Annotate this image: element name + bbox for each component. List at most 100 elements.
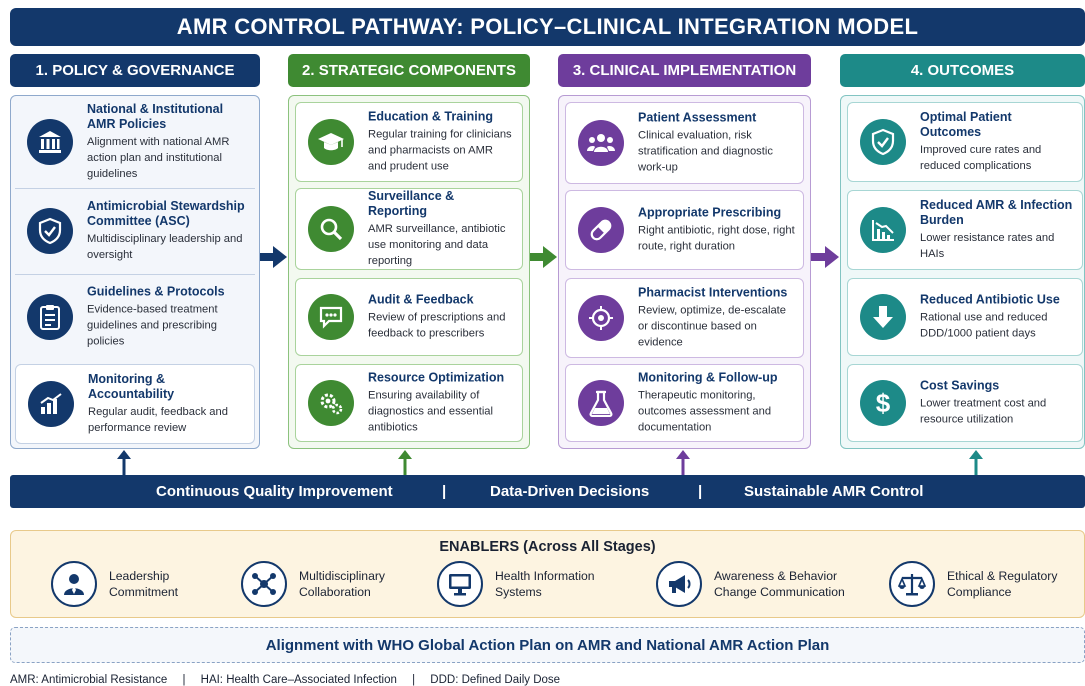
principle-item: Data-Driven Decisions (490, 483, 650, 500)
card-title: Reduced AMR & Infection Burden (920, 198, 1073, 227)
card-title: Monitoring & Follow-up (638, 370, 778, 385)
megaphone-icon (656, 561, 702, 607)
separator: | (698, 483, 703, 500)
chat-bubble-icon (308, 294, 354, 340)
card-title: Monitoring & Accountability (88, 372, 175, 401)
card-description: Alignment with national AMR action plan … (87, 135, 230, 180)
card-description: Multidisciplinary leadership and oversig… (87, 233, 243, 261)
card-title: Optimal Patient Outcomes (920, 110, 1012, 139)
enablers-title: ENABLERS (Across All Stages) (439, 539, 656, 555)
enabler-label: Awareness & Behavior (714, 569, 838, 583)
arrow-up-icon (398, 450, 412, 476)
footer-abbreviation: HAI: Health Care–Associated Infection (200, 674, 397, 686)
column-header-outcomes: 4. OUTCOMES (840, 54, 1085, 87)
shield-check-icon (860, 119, 906, 165)
separator: | (412, 674, 416, 686)
card-title: Audit & Feedback (368, 292, 474, 307)
enabler-label: Compliance (947, 585, 1012, 599)
card-description: Regular audit, feedback and performance … (88, 406, 228, 434)
card-description: Ensuring availability of diagnostics and… (368, 389, 494, 434)
institution-icon (27, 118, 73, 165)
clipboard-icon (27, 294, 73, 340)
arrow-up-icon (969, 450, 983, 476)
principle-item: Sustainable AMR Control (744, 483, 924, 500)
enabler-label: Ethical & Regulatory (947, 569, 1058, 583)
enabler-label: Commitment (109, 585, 179, 599)
flask-icon (578, 380, 624, 426)
leader-icon (51, 561, 97, 607)
footer-abbreviation: AMR: Antimicrobial Resistance (10, 674, 168, 686)
card-description: Regular training for clinicians and phar… (368, 128, 512, 173)
arrow-up-icon (676, 450, 690, 476)
card-title: Pharmacist Interventions (638, 285, 788, 300)
card-description: Therapeutic monitoring, outcomes assessm… (638, 389, 772, 434)
abbreviations-footer: AMR: Antimicrobial Resistance | HAI: Hea… (10, 674, 560, 686)
column-header-strategic: 2. STRATEGIC COMPONENTS (288, 54, 530, 87)
card-description: Right antibiotic, right dose, right rout… (638, 224, 795, 253)
column-header-policy: 1. POLICY & GOVERNANCE (10, 54, 260, 87)
card-title: Appropriate Prescribing (638, 205, 782, 220)
separator: | (182, 674, 186, 686)
gears-icon (308, 380, 354, 426)
enabler-label: Multidisciplinary (299, 569, 386, 583)
enabler-label: Change Communication (714, 585, 845, 599)
footer-abbreviation: DDD: Defined Daily Dose (430, 674, 561, 686)
magnifier-icon (308, 206, 354, 252)
card-description: AMR surveillance, antibiotic use monitor… (368, 223, 506, 267)
card-title: Resource Optimization (368, 370, 505, 385)
card-title: Reduced Antibiotic Use (920, 292, 1060, 307)
principle-item: Continuous Quality Improvement (156, 483, 393, 500)
card-description: Rational use and reduced DDD/1000 patien… (920, 311, 1048, 340)
arrow-right-icon (530, 246, 557, 268)
capsule-icon (578, 207, 624, 253)
card-description: Review, optimize, de-escalate or discont… (638, 304, 786, 349)
svg-text:$: $ (876, 388, 891, 418)
card-title: Cost Savings (920, 378, 1000, 393)
card-title: Education & Training (368, 109, 494, 124)
page-title: AMR CONTROL PATHWAY: POLICY–CLINICAL INT… (10, 8, 1085, 46)
card-description: Lower resistance rates and HAIs (920, 232, 1055, 260)
card-description: Review of prescriptions and feedback to … (368, 311, 506, 340)
separator: | (442, 483, 447, 500)
card-title: Guidelines & Protocols (87, 284, 225, 299)
card-description: Clinical evaluation, risk stratification… (638, 129, 773, 174)
enabler-label: Collaboration (299, 585, 371, 599)
alignment-banner: Alignment with WHO Global Action Plan on… (10, 627, 1085, 663)
scales-icon (889, 561, 935, 607)
graduation-cap-icon (308, 119, 354, 165)
card-description: Improved cure rates and reduced complica… (920, 144, 1042, 172)
monitor-icon (437, 561, 483, 607)
people-icon (578, 120, 624, 166)
dollar-icon: $ (860, 380, 906, 426)
card-stewardship-committee: Antimicrobial Stewardship Committee (ASC… (15, 191, 255, 271)
arrow-down-icon (860, 294, 906, 340)
enabler-label: Systems (495, 585, 542, 599)
enabler-label: Health Information (495, 569, 595, 583)
arrow-up-icon (117, 450, 131, 476)
declining-chart-icon (860, 207, 906, 253)
principles-bar: Continuous Quality Improvement | Data-Dr… (10, 475, 1085, 508)
shield-check-icon (27, 208, 73, 254)
arrow-right-icon (260, 246, 287, 268)
